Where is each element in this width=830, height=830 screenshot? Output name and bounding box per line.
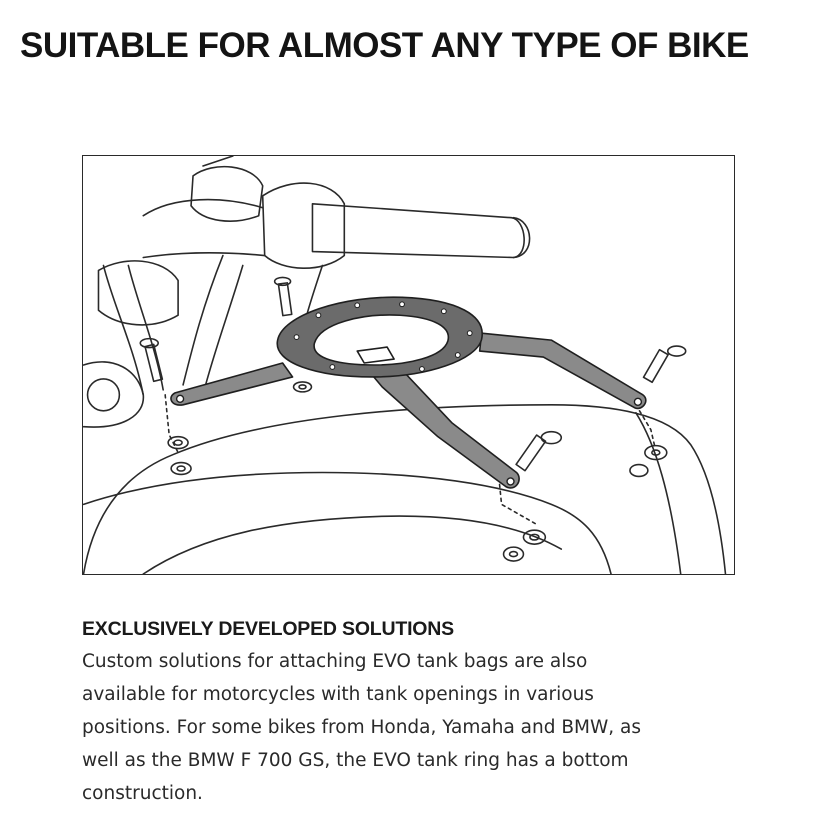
tank-crease	[142, 515, 563, 574]
cable-1	[182, 254, 224, 386]
bracket-holes	[175, 394, 643, 486]
tank-ring-illustration	[82, 155, 735, 575]
body-line: Custom solutions for attaching EVO tank …	[82, 651, 588, 672]
tank-ring-screws	[293, 301, 473, 372]
guide-line-right	[635, 404, 656, 448]
body-line: available for motorcycles with tank open…	[82, 684, 594, 705]
fork-left-inner	[127, 264, 164, 391]
body-line: positions. For some bikes from Honda, Ya…	[82, 717, 642, 738]
tank-ring-bracket	[170, 296, 647, 489]
tank-ring-latch	[356, 346, 395, 364]
washer-right	[629, 444, 668, 478]
bolt-right	[642, 345, 687, 384]
washer-left	[167, 435, 192, 476]
handlebar-clamp	[261, 182, 346, 270]
solutions-section: EXCLUSIVELY DEVELOPED SOLUTIONS Custom s…	[82, 618, 762, 810]
fork-clamp	[97, 260, 179, 326]
page-title: SUITABLE FOR ALMOST ANY TYPE OF BIKE	[20, 26, 749, 65]
handlebar-grip-end	[512, 216, 531, 259]
bracket-arm-left	[170, 362, 294, 406]
fork-left	[102, 264, 145, 396]
bolt-center	[515, 430, 563, 472]
bolt-left	[139, 337, 164, 383]
body-line: construction.	[82, 783, 203, 804]
left-gauge-dial	[86, 378, 121, 412]
headstock	[190, 165, 264, 222]
handlebar-left	[142, 198, 264, 217]
bolt-front-left	[273, 276, 293, 317]
tank-outline	[83, 404, 727, 574]
tank-side-edge	[635, 411, 682, 574]
washer-front	[292, 381, 313, 393]
body-line: well as the BMW F 700 GS, the EVO tank r…	[82, 750, 629, 771]
bracket-arm-center	[371, 369, 520, 489]
handlebar-left-lower	[142, 251, 266, 259]
section-heading: EXCLUSIVELY DEVELOPED SOLUTIONS	[82, 618, 454, 640]
guide-line-center	[498, 483, 538, 526]
left-gauge	[83, 361, 145, 428]
bracket-arm-right	[478, 332, 647, 410]
guide-line-left	[164, 394, 180, 456]
tank-ring-inner	[313, 314, 450, 366]
headstock-top	[202, 156, 234, 167]
washer-center	[502, 529, 547, 562]
tank-ring-diagram	[83, 156, 727, 574]
tank-lower-contour	[83, 471, 612, 574]
section-body: Custom solutions for attaching EVO tank …	[82, 645, 762, 810]
cable-2	[202, 264, 244, 396]
